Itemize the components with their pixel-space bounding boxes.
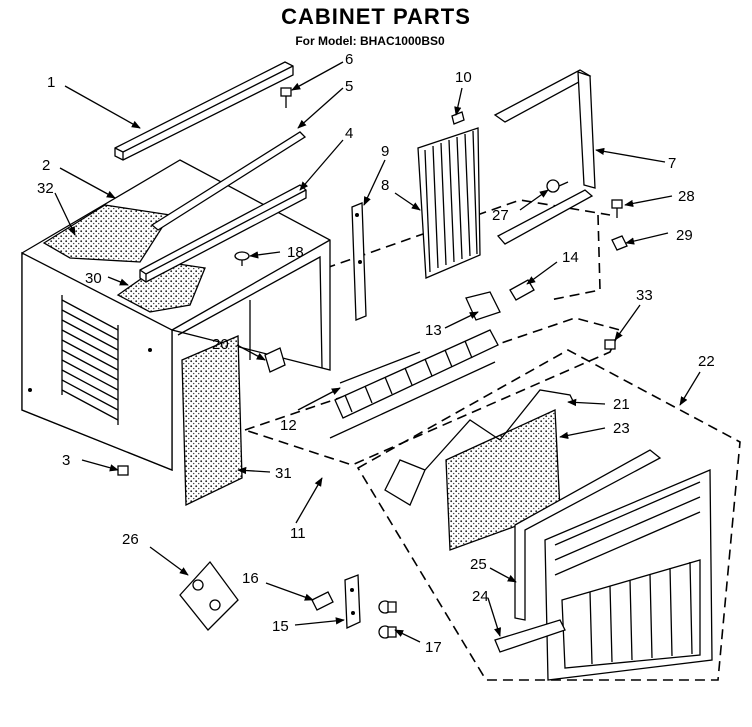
bracket-15 <box>344 574 361 629</box>
callout-25: 25 <box>470 556 487 573</box>
callout-33: 33 <box>636 287 653 304</box>
model-subtitle: For Model: BHAC1000BS0 <box>295 34 445 48</box>
callout-5: 5 <box>345 78 353 95</box>
callout-7: 7 <box>668 155 676 172</box>
cabinet-louvers <box>61 295 119 425</box>
rail-5 <box>150 131 307 231</box>
clip-29 <box>611 235 628 251</box>
bushings-17 <box>378 600 397 639</box>
screw-6 <box>280 87 292 108</box>
callout-2: 2 <box>42 157 50 174</box>
screw-10 <box>451 111 465 125</box>
callout-6: 6 <box>345 51 353 68</box>
callout-24: 24 <box>472 588 489 605</box>
callout-20: 20 <box>212 336 229 353</box>
filter-mat-32 <box>42 204 172 263</box>
callout-29: 29 <box>676 227 693 244</box>
callout-30: 30 <box>85 270 102 287</box>
callout-3: 3 <box>62 452 70 469</box>
callout-13: 13 <box>425 322 442 339</box>
callout-18: 18 <box>287 244 304 261</box>
callout-28: 28 <box>678 188 695 205</box>
strip-24 <box>494 619 566 653</box>
bracket-20 <box>264 347 286 373</box>
callout-4: 4 <box>345 125 353 142</box>
callout-17: 17 <box>425 639 442 656</box>
screw-3 <box>117 465 129 476</box>
frame-7 <box>493 69 596 245</box>
filter-23 <box>445 409 561 551</box>
callout-12: 12 <box>280 417 297 434</box>
callout-labels: 1 2 3 4 5 6 7 8 9 10 11 12 13 14 15 16 1… <box>37 51 715 656</box>
callout-9: 9 <box>381 143 389 160</box>
front-panel-22 <box>544 469 713 681</box>
callout-11: 11 <box>290 525 306 542</box>
bracket-14 <box>509 279 535 301</box>
callout-8: 8 <box>381 177 389 194</box>
callout-16: 16 <box>242 570 259 587</box>
plug-18 <box>234 251 250 266</box>
filter-31 <box>181 335 243 507</box>
callout-10: 10 <box>455 69 472 86</box>
callout-26: 26 <box>122 531 139 548</box>
gasket-25 <box>514 449 662 621</box>
grille-8 <box>417 127 481 279</box>
clip-16 <box>311 591 334 611</box>
callout-1: 1 <box>47 74 55 91</box>
callout-27: 27 <box>492 207 509 224</box>
callout-23: 23 <box>613 420 630 437</box>
screw-28 <box>611 199 623 218</box>
top-rail-1 <box>114 61 294 161</box>
housing-26 <box>179 560 239 631</box>
bracket-9 <box>351 202 367 321</box>
callout-32: 32 <box>37 180 54 197</box>
callout-14: 14 <box>562 249 579 266</box>
leader-lines <box>54 61 701 643</box>
grommet-27 <box>546 179 569 193</box>
callout-21: 21 <box>613 396 630 413</box>
subassembly-outline-22 <box>356 349 741 681</box>
callout-15: 15 <box>272 618 289 635</box>
callout-31: 31 <box>275 465 292 482</box>
page-title: CABINET PARTS <box>281 4 471 29</box>
screw-33 <box>604 339 616 350</box>
louver-assembly-12 <box>329 329 499 439</box>
callout-22: 22 <box>698 353 715 370</box>
subassembly-outline-fastener <box>549 214 601 301</box>
